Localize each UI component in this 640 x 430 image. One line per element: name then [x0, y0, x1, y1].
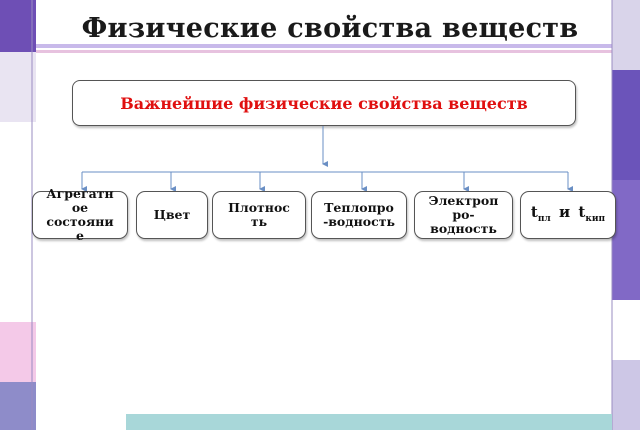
- temp-label: tпл и tкип: [530, 202, 606, 226]
- node-aggregate-state: Агрегатн ое состояни е: [32, 187, 128, 243]
- node-line: водность: [430, 221, 497, 236]
- t-boil: t: [578, 202, 586, 221]
- t-conj: и: [559, 202, 571, 221]
- root-node: Важнейшие физические свойства веществ: [72, 80, 576, 126]
- node-melting-boiling-point: tпл и tкип: [520, 191, 616, 239]
- node-line: ое: [71, 200, 89, 215]
- t-melt: t: [530, 202, 538, 221]
- node-line: Теплопро: [324, 200, 394, 215]
- node-thermal-conductivity: Теплопро -водность: [311, 191, 407, 239]
- node-line: Плотнос: [228, 200, 290, 215]
- node-line: е: [76, 228, 84, 243]
- node-electrical-conductivity: Электроп ро- водность: [414, 191, 513, 239]
- t-boil-sub: кип: [585, 213, 606, 224]
- node-density: Плотнос ть: [212, 191, 306, 239]
- node-line: -водность: [323, 214, 395, 229]
- node-line: Цвет: [153, 207, 191, 222]
- node-color: Цвет: [136, 191, 208, 239]
- slide-title: Физические свойства веществ: [81, 13, 579, 44]
- root-node-label: Важнейшие физические свойства веществ: [120, 93, 528, 113]
- node-line: ть: [250, 214, 268, 229]
- t-melt-sub: пл: [537, 213, 551, 224]
- node-line: Агрегатн: [46, 186, 114, 201]
- node-line: состояни: [46, 214, 114, 229]
- node-line: Электроп: [428, 193, 499, 208]
- node-line: ро-: [452, 207, 475, 222]
